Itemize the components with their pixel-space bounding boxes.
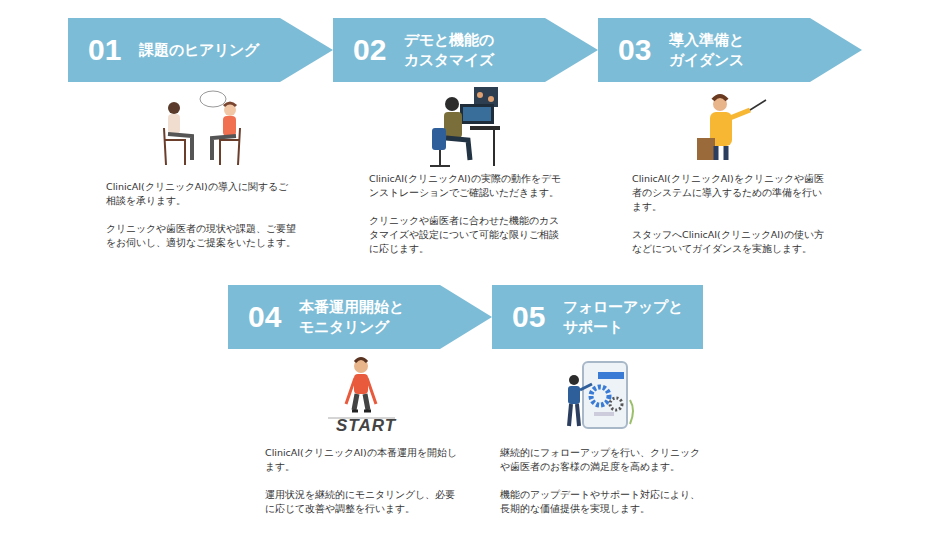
step-description: ClinicAI(クリニックAI)の導入に関するご相談を承ります。 xyxy=(106,180,296,208)
step-description: 機能のアップデートやサポート対応により、長期的な価値提供を実現します。 xyxy=(500,488,700,516)
step-number: 05 xyxy=(512,302,545,332)
step-number: 04 xyxy=(248,302,281,332)
step-description: スタッフへClinicAI(クリニックAI)の使い方などについてガイダンスを実施… xyxy=(632,228,827,256)
demo-illustration xyxy=(430,87,500,166)
step-title: 導入準備とガイダンス xyxy=(669,30,753,71)
step-title: デモと機能のカスタマイズ xyxy=(404,30,504,71)
step-description: ClinicAI(クリニックAI)の本番運用を開始します。 xyxy=(265,446,460,474)
step-chevron: 05 フォローアップとサポート xyxy=(492,285,703,349)
step-description: クリニックや歯医者の現状や課題、ご要望をお伺いし、適切なご提案をいたします。 xyxy=(106,222,296,250)
hearing-illustration xyxy=(164,91,240,165)
step-title: 本番運用開始とモニタリング xyxy=(299,297,417,338)
step-number: 02 xyxy=(353,35,386,65)
step-title: 課題のヒアリング xyxy=(139,40,289,60)
step-description: ClinicAI(クリニックAI)の実際の動作をデモンストレーションでご確認いた… xyxy=(369,172,564,200)
step-number: 01 xyxy=(88,35,121,65)
step-chevron: 01 課題のヒアリング xyxy=(68,18,333,82)
step-chevron: 02 デモと機能のカスタマイズ xyxy=(333,18,598,82)
step-title: フォローアップとサポート xyxy=(563,297,693,338)
guidance-illustration xyxy=(697,96,766,160)
support-illustration xyxy=(568,362,633,428)
step-number: 03 xyxy=(618,35,651,65)
step-description: 運用状況を継続的にモニタリングし、必要に応じて改善や調整を行います。 xyxy=(265,488,460,516)
step-description: 継続的にフォローアップを行い、クリニックや歯医者のお客様の満足度を高めます。 xyxy=(500,446,700,474)
start-illustration xyxy=(328,359,395,419)
step-description: クリニックや歯医者に合わせた機能のカスタマイズや設定について可能な限りご相談に応… xyxy=(369,214,564,256)
step-chevron: 04 本番運用開始とモニタリング xyxy=(228,285,492,349)
step-description: ClinicAI(クリニックAI)をクリニックや歯医者のシステムに導入するための… xyxy=(632,172,827,214)
step-chevron: 03 導入準備とガイダンス xyxy=(598,18,862,82)
illustration-text: START xyxy=(336,416,396,436)
